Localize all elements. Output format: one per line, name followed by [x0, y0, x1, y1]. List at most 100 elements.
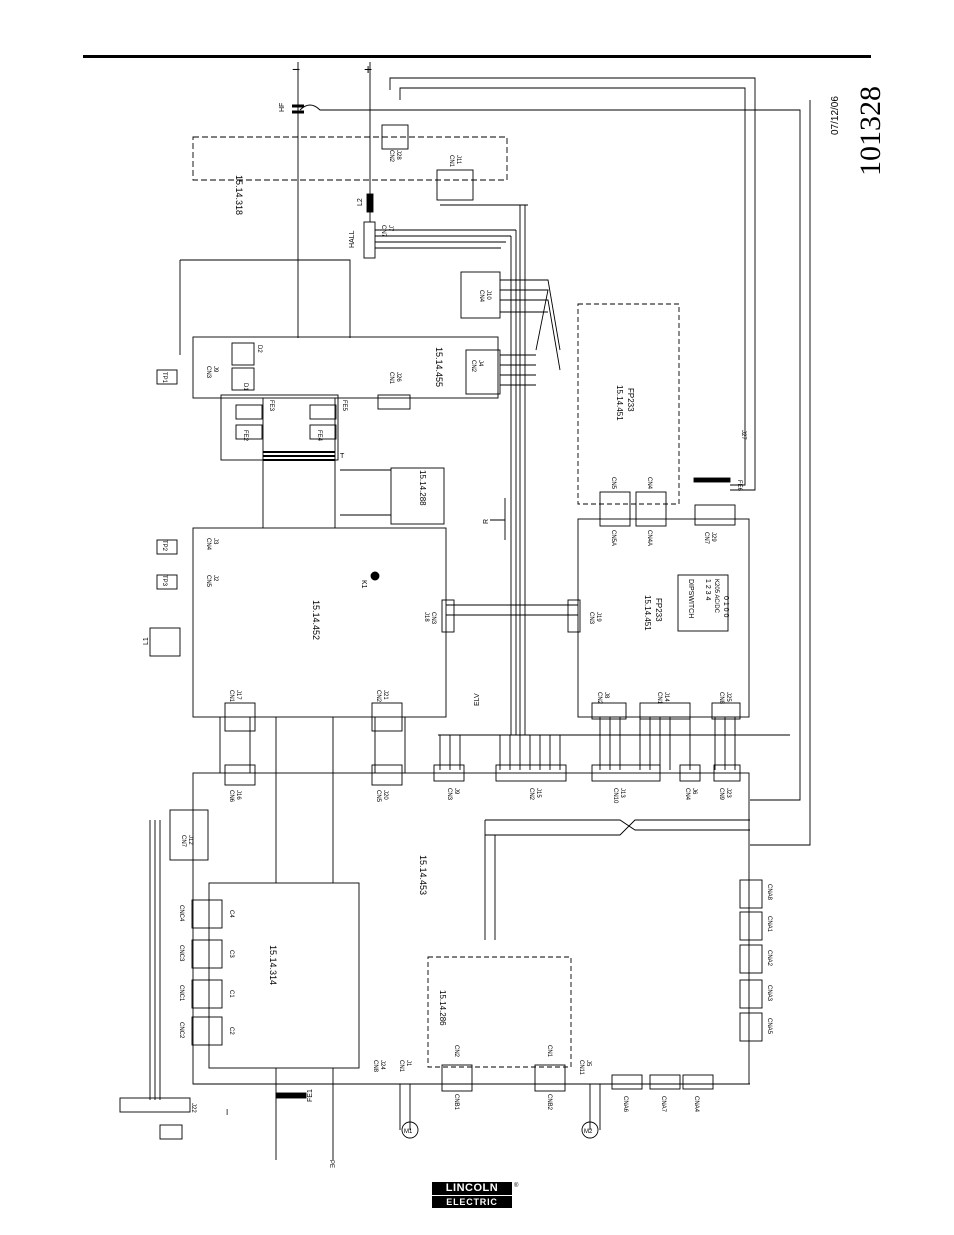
board-451a-label: 15.14.451 — [615, 385, 624, 421]
cnb1-label: CNB1 — [453, 1094, 459, 1111]
logo-line1: LINCOLN — [432, 1182, 512, 1195]
cn3-j9-label-b: J9 — [212, 366, 218, 373]
cn5-j20-label-b: J20 — [382, 790, 388, 800]
cn10-j13-label-a: CN10 — [612, 788, 618, 804]
tp3-label: TP3 — [161, 575, 167, 587]
cna1-label: CNA1 — [766, 916, 772, 933]
cn2-j8-label-a: CN2 — [596, 692, 602, 705]
fe6-label: FE6 — [736, 480, 742, 492]
c1-label: C1 — [228, 990, 234, 998]
hall-label: HALL — [349, 230, 356, 248]
cn5-j2-label-b: J2 — [212, 575, 218, 582]
cn9-j23-label-a: CN9 — [718, 788, 724, 801]
fe4-label: FE4 — [316, 430, 322, 442]
board-286-outline — [427, 956, 572, 1068]
elv-label: ELV — [474, 693, 481, 706]
c3-label: C3 — [228, 950, 234, 958]
t-label: T — [340, 453, 345, 460]
cn2-j15-label-a: CN2 — [528, 788, 534, 801]
d2-label: D2 — [256, 345, 262, 353]
cna2-label: CNA2 — [766, 950, 772, 967]
i-label: I — [226, 1108, 228, 1117]
cn5a-label: CN5A — [610, 530, 616, 546]
lincoln-electric-logo: LINCOLN ELECTRIC — [432, 1182, 512, 1208]
board-318-outline — [192, 136, 508, 181]
registered-mark: ® — [514, 1183, 519, 1189]
cn2-j4-label-b: J4 — [477, 360, 483, 367]
cn7-j29-label-b: J29 — [710, 532, 716, 542]
board-455-outline — [192, 336, 499, 399]
board-451a-sublabel: FP233 — [626, 388, 635, 412]
m2-label: M2 — [584, 1129, 593, 1135]
drawing-number: 101328 — [854, 86, 887, 176]
j22-label: J22 — [190, 1103, 196, 1113]
dipswitch-box — [677, 574, 729, 632]
cn1-j1-label-b: J1 — [405, 1060, 411, 1067]
cn2-j4-label-a: CN2 — [470, 360, 476, 373]
cn2-j15-label-b: J15 — [535, 788, 541, 798]
cn5-label: CN5 — [610, 477, 616, 490]
logo-line2: ELECTRIC — [432, 1196, 512, 1208]
board-318-label: 15.14.318 — [234, 175, 244, 215]
fe5-label: FE5 — [341, 400, 347, 412]
cn6-j16-label-b: J16 — [235, 790, 241, 800]
cn1-j26-label-a: CN1 — [388, 372, 394, 385]
l2-label: L2 — [357, 198, 364, 206]
cn2-j21-label-b: J21 — [382, 690, 388, 700]
board-451b-label: 15.14.451 — [643, 595, 652, 631]
cn1-j1-label-a: CN1 — [398, 1060, 404, 1073]
cn1-j26-label-b: J26 — [395, 372, 401, 382]
cn4-label: CN4 — [646, 477, 652, 490]
cn4-j3-label-a: CN4 — [205, 538, 211, 551]
c4-label: C4 — [228, 910, 234, 918]
board-453-label: 15.14.453 — [418, 855, 428, 895]
j27-label: J27 — [740, 430, 746, 440]
pe-label: PE — [328, 1160, 334, 1168]
d1-label: D1 — [242, 383, 248, 391]
cn8-j25-label-b: J25 — [725, 692, 731, 702]
cn8-j24-label-a: CN8 — [372, 1060, 378, 1073]
hall-outline — [363, 221, 376, 259]
dipswitch-row2-values: 0 1 0 0 — [722, 596, 729, 618]
cn3-j18-label-a: CN3 — [430, 612, 436, 625]
c2-label: C2 — [228, 1027, 234, 1035]
cn3-j9b-label-b: J9 — [453, 788, 459, 795]
cnc4-label: CNC4 — [178, 905, 184, 922]
fe3-label: FE3 — [268, 400, 274, 412]
board-314-outline — [208, 882, 360, 1069]
cn1-j11-label-a: CN1 — [448, 155, 454, 168]
cna3-label: CNA3 — [766, 985, 772, 1002]
cn9-j23-label-b: J23 — [725, 788, 731, 798]
cnc3-label: CNC3 — [178, 945, 184, 962]
cn8-j25-label-a: CN8 — [718, 692, 724, 705]
cn3-j18-label-b: J18 — [423, 612, 429, 622]
board-288-label: 15.14.288 — [418, 470, 427, 506]
cna6-label: CNA6 — [622, 1096, 628, 1113]
board-451b-outline — [577, 518, 750, 718]
l1-label: L1 — [143, 637, 150, 645]
cn7-j12-label-b: J12 — [187, 835, 193, 845]
r-label: R — [483, 519, 490, 524]
tp1-label: TP1 — [161, 372, 167, 384]
dipswitch-row2-label: K205 AC/DC — [713, 579, 719, 614]
drawing-date: 07/12/06 — [830, 96, 841, 135]
k1-label: K1 — [360, 580, 367, 589]
cn4-j10-block — [460, 271, 501, 319]
board-286-label: 15.14.286 — [438, 990, 447, 1026]
cn3-j19-label-b: J19 — [595, 612, 601, 622]
dipswitch-title: DIPSWITCH — [687, 579, 694, 618]
cn3-j9b-label-a: CN3 — [446, 788, 452, 801]
cn1-286-label: CN1 — [546, 1045, 552, 1058]
cn5-j20-label-a: CN5 — [375, 790, 381, 803]
cn4-j6-label-b: J6 — [691, 788, 697, 795]
cnc2-label: CNC2 — [178, 1022, 184, 1039]
board-452-label: 15.14.452 — [311, 600, 321, 640]
cn1-j17-label-b: J17 — [235, 690, 241, 700]
cn4-j3-label-b: J3 — [212, 538, 218, 545]
cn1-j14-label-a: CN1 — [656, 692, 662, 705]
cn1-j17-label-a: CN1 — [228, 690, 234, 703]
board-314-label: 15.14.314 — [268, 945, 278, 985]
cn2-j4-block — [465, 349, 501, 395]
board-451b-sublabel: FP233 — [654, 598, 663, 622]
cn2-j28-label-b: J28 — [395, 150, 401, 160]
